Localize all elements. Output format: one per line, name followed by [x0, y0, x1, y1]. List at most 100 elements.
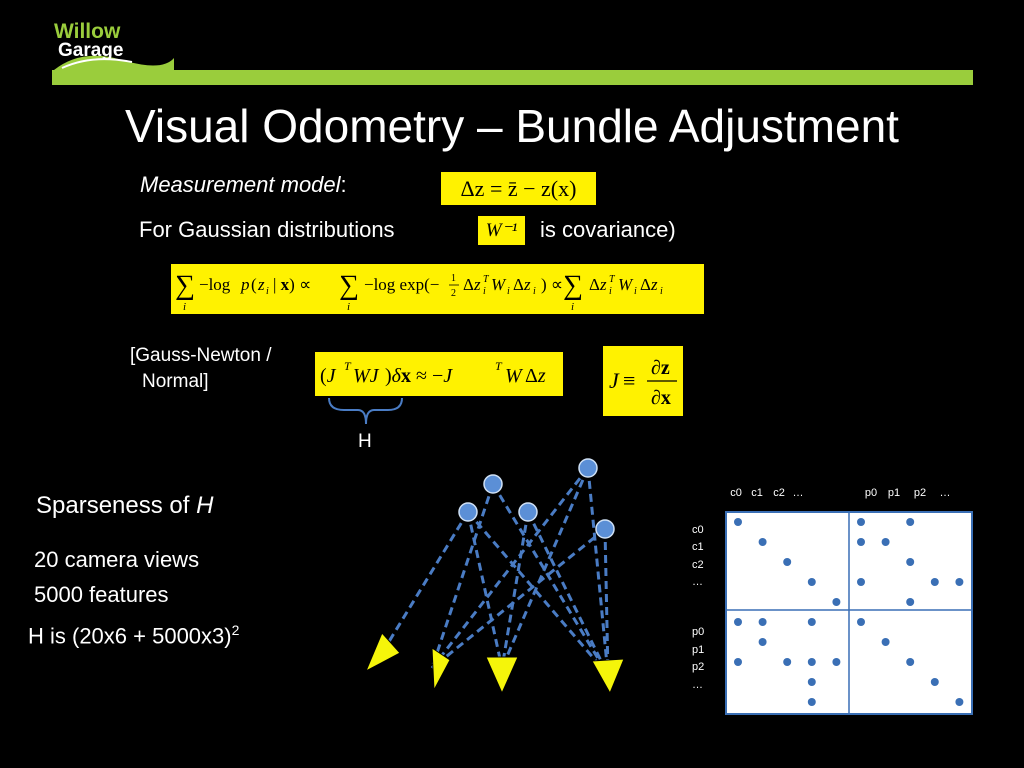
camera-feature-graph	[364, 458, 625, 695]
matrix-col-label: …	[940, 487, 951, 499]
svg-text:i: i	[634, 286, 637, 297]
measurement-colon: :	[340, 172, 347, 197]
graph-edge	[431, 527, 606, 670]
logo-text-garage: Garage	[58, 40, 123, 61]
normal-equation: (J T WJ )δx ≈ −J T W Δz	[315, 352, 563, 396]
svg-text:Δz: Δz	[589, 275, 607, 294]
matrix-row-label: p1	[692, 644, 704, 656]
matrix-nonzero-dot	[857, 538, 865, 546]
w-inverse-symbol: W⁻¹	[485, 220, 518, 241]
svg-text:T: T	[495, 359, 503, 373]
svg-text:)δx ≈ −J: )δx ≈ −J	[385, 365, 453, 387]
matrix-nonzero-dot	[807, 618, 816, 626]
matrix-nonzero-dot	[955, 698, 964, 706]
svg-text:∑: ∑	[339, 270, 359, 301]
graph-edge	[526, 511, 610, 676]
svg-text:i: i	[571, 301, 574, 313]
header-accent-bar	[52, 70, 973, 85]
matrix-nonzero-dot	[906, 558, 915, 566]
feature-triangle	[364, 632, 401, 673]
matrix-nonzero-dot	[881, 538, 890, 546]
matrix-nonzero-dot	[758, 538, 767, 546]
willow-garage-logo: Willow Garage	[54, 20, 174, 70]
svg-text:i: i	[483, 286, 486, 297]
matrix-col-label: c1	[751, 487, 763, 499]
matrix-nonzero-dot	[906, 598, 915, 606]
matrix-nonzero-dot	[832, 658, 841, 666]
svg-text:1: 1	[451, 273, 456, 284]
measurement-model-label: Measurement model	[140, 172, 341, 197]
sparseness-title: Sparseness of H	[36, 491, 213, 521]
svg-text:W: W	[505, 365, 524, 387]
svg-text:i: i	[183, 301, 186, 313]
matrix-nonzero-dot	[734, 618, 742, 626]
matrix-nonzero-dot	[906, 658, 915, 666]
svg-text:J: J	[609, 368, 620, 393]
matrix-nonzero-dot	[881, 638, 890, 646]
matrix-row-label: …	[692, 576, 703, 588]
sparseness-line-features: 5000 features	[34, 582, 169, 607]
svg-text:| x) ∝: | x) ∝	[273, 275, 311, 294]
matrix-nonzero-dot	[758, 618, 767, 626]
svg-text:(J: (J	[320, 365, 337, 387]
w-inverse-equation: W⁻¹	[478, 216, 525, 245]
feature-triangle	[485, 656, 519, 695]
matrix-nonzero-dot	[955, 578, 964, 586]
graph-edge	[603, 528, 610, 676]
svg-text:Δz: Δz	[513, 275, 531, 294]
matrix-row-label: c0	[692, 524, 704, 536]
matrix-nonzero-dot	[906, 518, 915, 526]
graph-edge	[430, 467, 590, 669]
logo-text-willow: Willow	[54, 20, 121, 43]
camera-node	[458, 502, 478, 522]
svg-text:Δz: Δz	[640, 275, 658, 294]
svg-text:W: W	[618, 275, 634, 294]
matrix-nonzero-dot	[758, 638, 767, 646]
matrix-nonzero-dot	[807, 678, 816, 686]
gaussian-prefix: For Gaussian distributions	[139, 217, 395, 242]
matrix-col-label: p2	[914, 487, 926, 499]
svg-text:i: i	[533, 286, 536, 297]
svg-text:−log exp(−: −log exp(−	[364, 275, 439, 294]
matrix-nonzero-dot	[807, 658, 816, 666]
graph-edge	[500, 467, 590, 669]
svg-text:∂x: ∂x	[651, 387, 671, 409]
camera-node	[483, 474, 503, 494]
svg-text:WJ: WJ	[353, 365, 380, 387]
svg-text:T: T	[609, 274, 616, 285]
matrix-row-label: p0	[692, 626, 704, 638]
svg-text:i: i	[660, 286, 663, 297]
matrix-nonzero-dot	[734, 658, 742, 666]
svg-text:2: 2	[451, 288, 456, 299]
svg-text:≡: ≡	[623, 368, 635, 393]
camera-node	[518, 502, 538, 522]
camera-node	[595, 519, 615, 539]
graph-edge	[430, 483, 495, 669]
matrix-nonzero-dot	[807, 698, 816, 706]
svg-text:) ∝: ) ∝	[541, 275, 563, 294]
svg-text:∑: ∑	[175, 270, 195, 301]
h-size-text: H is (20x6 + 5000x3)	[28, 623, 232, 649]
svg-text:T: T	[344, 359, 352, 373]
h-size-exponent: 2	[231, 622, 240, 638]
svg-text:(: (	[251, 275, 257, 294]
svg-text:i: i	[266, 286, 269, 297]
graph-edge	[586, 467, 610, 676]
matrix-col-label: …	[793, 487, 804, 499]
matrix-nonzero-dot	[930, 578, 939, 586]
graph-edge	[380, 511, 470, 654]
matrix-row-label: …	[692, 679, 703, 691]
sparseness-title-prefix: Sparseness of	[36, 492, 197, 519]
matrix-nonzero-dot	[857, 618, 865, 626]
matrix-nonzero-dot	[783, 558, 792, 566]
matrix-nonzero-dot	[783, 658, 792, 666]
matrix-nonzero-dot	[857, 578, 865, 586]
camera-node	[578, 458, 598, 478]
matrix-col-label: p0	[865, 487, 877, 499]
svg-text:i: i	[609, 286, 612, 297]
svg-text:z: z	[257, 275, 265, 294]
matrix-nonzero-dot	[734, 518, 742, 526]
matrix-col-label: c0	[730, 487, 742, 499]
svg-text:i: i	[507, 286, 510, 297]
